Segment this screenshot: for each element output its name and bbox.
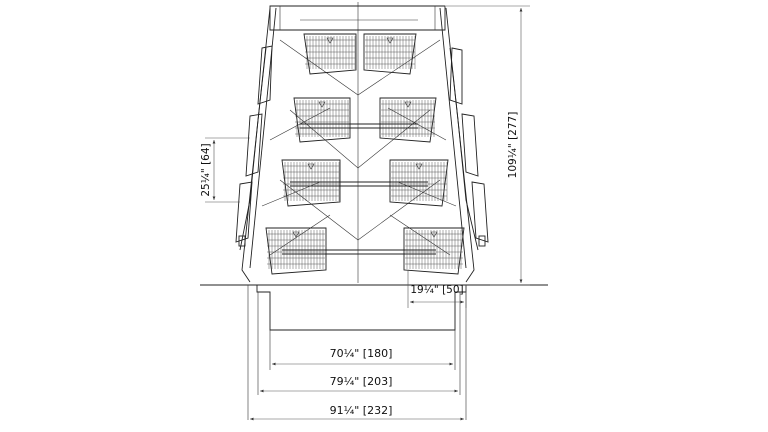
dimension-inner-width: 70¼" [180] <box>272 347 453 366</box>
dim-overall-height-label: 109¼" [277] <box>507 112 519 179</box>
cage-group <box>265 33 465 275</box>
cage-tier <box>389 159 449 207</box>
top-frame <box>269 5 446 31</box>
dim-middle-width-label: 79¼" [203] <box>330 375 393 388</box>
cage-tier <box>265 227 327 275</box>
dimension-overall-width: 91¼" [232] <box>250 404 464 421</box>
cross-braces <box>261 39 457 256</box>
cage-tier <box>303 33 357 75</box>
cage-tier <box>403 227 465 275</box>
cage-tier <box>293 97 351 143</box>
cage-tier <box>363 33 417 75</box>
dimension-overall-height: 109¼" [277] <box>446 5 530 286</box>
dim-inner-width-label: 70¼" [180] <box>330 347 393 360</box>
base-pit <box>247 285 467 420</box>
dimension-trough-gap: 19¼" [50] <box>407 270 467 308</box>
dim-level-spacing-label: 25¼" [64] <box>200 143 212 196</box>
dim-overall-width-label: 91¼" [232] <box>330 404 393 417</box>
dim-trough-gap-label: 19¼" [50] <box>410 284 463 296</box>
frame-legs <box>239 7 479 283</box>
cage-tier <box>379 97 437 143</box>
cage-tier <box>281 159 341 207</box>
dimension-middle-width: 79¼" [203] <box>260 375 458 393</box>
left-feeders <box>235 45 273 247</box>
dimension-level-spacing: 25¼" [64] <box>200 137 250 203</box>
right-feeders <box>449 47 489 247</box>
